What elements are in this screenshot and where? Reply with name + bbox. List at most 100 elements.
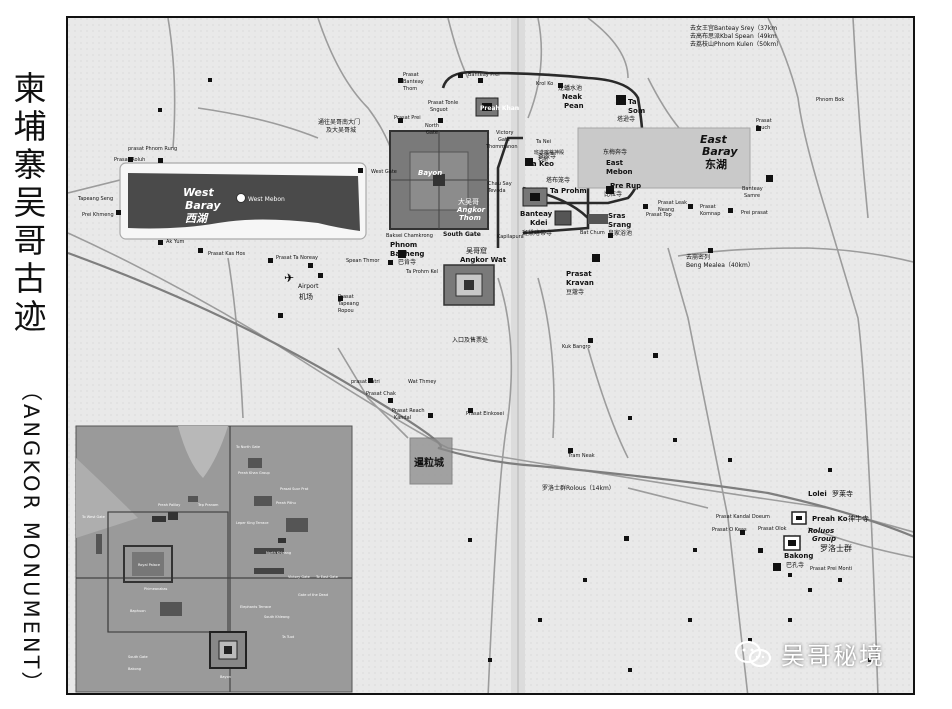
label-bat-chum: Bat Chum (580, 230, 605, 236)
major-labels: 龙蟠水池 Neak Pean Ta Som 塔逊寺 Preah Khan Ta … (390, 84, 869, 569)
ta-keo-label-cn: 茶胶寺 (538, 152, 556, 160)
label-tapeang-seng: Tapeang Seng (77, 196, 113, 202)
west-baray-label-cn: 西湖 (185, 212, 209, 225)
map-frame[interactable]: West Baray 西湖 West Mebon East Baray 东湖 B… (66, 16, 915, 695)
west-baray[interactable]: West Baray 西湖 West Mebon (119, 162, 367, 240)
inset-label-14: To North Gate (235, 445, 260, 449)
direction-beng-mealea-en: Beng Mealea（40km） (686, 262, 754, 269)
label-spean-thmor: Spean Thmor (346, 258, 380, 264)
label-pk1: Prasat (700, 204, 716, 210)
label-north-gate: North (425, 123, 439, 129)
label-prasat-prei: Prasat Prei (394, 115, 421, 121)
west-mebon-label: West Mebon (248, 196, 285, 203)
label-kandal-doeum: Prasat Kandal Doeum (716, 514, 770, 520)
east-baray-label-cn: 东湖 (705, 157, 727, 171)
angkor-map[interactable]: West Baray 西湖 West Mebon East Baray 东湖 B… (68, 18, 915, 695)
inset-label-11: South Gate (128, 655, 148, 659)
label-dragon1: 班迭喀蒂神殿 (534, 149, 564, 156)
angkor-thom-label-en2: Thom (459, 214, 481, 222)
ta-som-label-en: Ta (628, 98, 637, 106)
roluos-label-cn: 罗洛士群 (820, 543, 852, 553)
prasat-kravan-label-en: Prasat (566, 270, 592, 278)
watermark-text: 吴哥秘境 (781, 642, 885, 670)
label-prei-monti: Prasat Prei Monti (810, 566, 852, 572)
side-title: 柬埔寨吴哥古迹 （ANGKOR MONUMENT） (0, 0, 66, 709)
inset-label-4: Phimeanakas (144, 587, 167, 591)
label-o-keas: Prasat O Keas (712, 527, 747, 533)
label-west-gate: West Gate (371, 169, 397, 175)
pre-rup-label-cn: 比粒寺 (604, 190, 622, 198)
east-baray-label-en2: Baray (702, 145, 738, 158)
label-baksei: Baksei Chamkrong (386, 233, 433, 239)
inset-label-3: Royal Palace (138, 563, 160, 567)
angkor-thom-inset[interactable]: Preah Khan Group Preah Palilay Tep Prana… (75, 425, 353, 693)
ta-som-label-en2: Som (628, 107, 645, 115)
sras-srang-label-cn: 皇家浴池 (608, 229, 632, 237)
east-baray[interactable]: East Baray 东湖 (577, 127, 751, 189)
label-ak-yum: Ak Yum (166, 239, 185, 245)
label-prasat-roluh: Prasat Roluh (114, 157, 145, 163)
roluos-label-en2: Group (812, 535, 836, 543)
direction-kbal-spean: 去高布思派Kbal Spean（49km (690, 32, 777, 40)
label-krol-ko: Krol Ko (536, 81, 553, 87)
banteay-kdei-label-en2: Kdei (530, 219, 548, 227)
prasat-kravan-label-en2: Kravan (566, 279, 594, 287)
roluos-label-en: Roluos (808, 527, 834, 535)
direction-banteay-srey: 去女王宫Banteay Srey（37km (690, 24, 777, 32)
bayon-marker (433, 174, 445, 186)
banteay-kdei-label-cn: 斑黛喀蒂寺 (522, 229, 552, 237)
inset-label-16: Prasat Suor Prat (280, 487, 309, 491)
label-cst2: Tevoda (487, 188, 506, 194)
label-pt2: Touch (755, 125, 770, 131)
label-bs2: Samre (744, 193, 760, 199)
directions: 去女王宫Banteay Srey（37km 去高布思派Kbal Spean（49… (542, 24, 782, 492)
inset-label-19: Ta Tuot (281, 635, 295, 639)
label-pbt1: Prasat (403, 72, 419, 78)
airport[interactable]: ✈ Airport 机场 (284, 271, 319, 301)
bayon-label: Bayon (418, 169, 442, 177)
angkor-thom[interactable]: Bayon 大吴哥 Angkor Thom (389, 130, 489, 230)
pre-rup-label-en: Pre Rup (610, 182, 641, 190)
inset-label-0: Preah Khan Group (238, 471, 270, 475)
label-einkosei: Prasat Einkosei (466, 411, 504, 417)
label-ptr1: Prasat (338, 294, 354, 300)
neak-pean-label-en2: Pean (564, 102, 584, 110)
ta-keo-label-en: Ta Keo (528, 160, 554, 168)
bakong-label-en: Bakong (784, 552, 813, 560)
direction-rolous: 罗洛士群Rolous（14km） (542, 484, 615, 492)
airport-label-cn: 机场 (299, 292, 313, 301)
label-ptr3: Ropou (338, 308, 354, 314)
south-gate-label: South Gate (443, 231, 481, 238)
neak-pean-label-cn: 龙蟠水池 (558, 84, 582, 92)
inset-label-17: Preah Pithu (276, 501, 296, 505)
bakong-label-cn: 巴孔寺 (786, 561, 804, 569)
inset-label-9: North Khleang (266, 551, 291, 555)
label-phnom-bok: Phnom Bok (816, 97, 844, 103)
label-ptr2: Tapeang (337, 301, 359, 307)
label-victory-gate: Victory (496, 130, 514, 136)
east-mebon-label-en2: Mebon (606, 168, 633, 176)
label-prk2: Kandal (394, 415, 411, 421)
minor-labels: Phnom Bok Banteay Prei Krol Ko Prasat Ba… (77, 72, 852, 572)
inset-label-15: To West Gate (81, 515, 105, 519)
inset-labels: Preah Khan Group Preah Palilay Tep Prana… (81, 445, 338, 679)
label-prasat-top: Prasat Top (646, 212, 672, 218)
angkor-wat[interactable]: 吴哥窟 Angkor Wat South Gate (443, 231, 507, 306)
title-english: （ANGKOR MONUMENT） (19, 380, 43, 696)
ta-som-label-cn: 塔逊寺 (617, 115, 635, 123)
label-pbt2: Banteay (403, 79, 424, 85)
label-wat-thmey: Wat Thmey (408, 379, 436, 385)
label-tram-neak: Tram Neak (567, 453, 595, 459)
neak-pean-label-en: Neak (562, 93, 582, 101)
label-pts2: Snguot (430, 107, 448, 113)
siem-reap[interactable]: 暹粒城 (409, 437, 453, 485)
angkor-thom-label-cn: 大吴哥 (458, 197, 479, 206)
label-pk2: Komnap (700, 211, 720, 217)
label-cst1: Chau Say (488, 181, 512, 187)
temple-markers (116, 73, 872, 672)
banteay-kdei-label-en: Banteay (520, 210, 553, 218)
label-phnom-rung: prasat Phnom Rung (128, 146, 177, 152)
inset-label-20: Bakong (128, 667, 141, 671)
label-kapilapura: Kapilapura (497, 234, 524, 240)
inset-label-18: To East Gate (315, 575, 338, 579)
